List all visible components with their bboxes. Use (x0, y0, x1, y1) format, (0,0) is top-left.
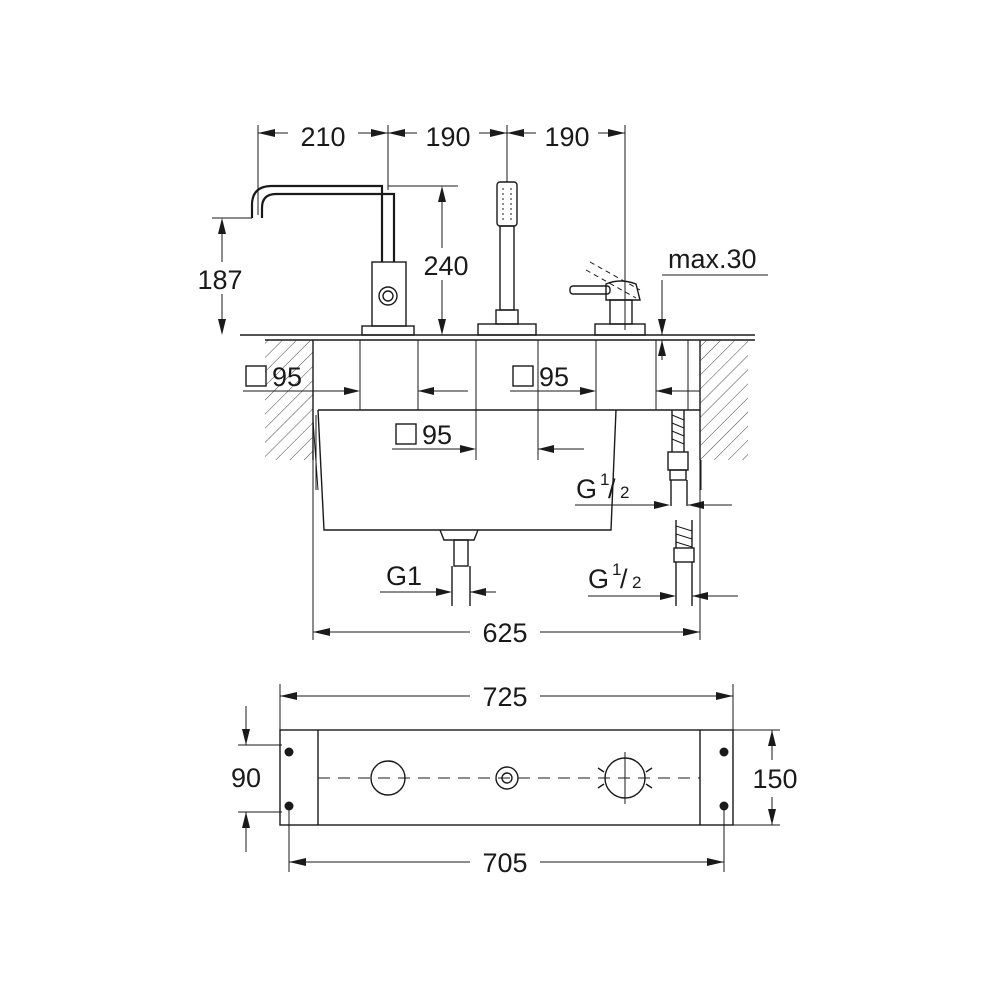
dim-210-label: 210 (300, 122, 345, 152)
drain-g1-label: G1 (386, 561, 422, 591)
dim-625-line (312, 460, 701, 640)
supply-hose (667, 410, 695, 606)
hole-annotation-b (510, 365, 700, 395)
dim-190-label-2: 190 (544, 122, 589, 152)
dim-240-label: 240 (423, 251, 468, 281)
spout (250, 184, 415, 336)
elevation-view: 210 190 190 187 (188, 118, 768, 648)
dim-150-label: 150 (752, 764, 797, 794)
hole-95-label-c: 95 (422, 420, 452, 450)
hand-shower (477, 181, 537, 336)
thread-upper-annotation (575, 501, 732, 509)
drain-thread-annotation (380, 588, 496, 596)
dim-190-label-1: 190 (425, 122, 470, 152)
dim-625-label: 625 (482, 618, 527, 648)
thread-lower-den: 2 (632, 573, 641, 592)
dim-705-label: 705 (482, 848, 527, 878)
thread-lower-num: 1 (612, 560, 621, 579)
thread-upper-den: 2 (620, 483, 629, 502)
dim-90-label: 90 (231, 763, 261, 793)
mounting-plate (279, 729, 734, 826)
thread-upper-g: G (576, 474, 597, 504)
thread-lower-g: G (588, 564, 609, 594)
dim-187-label: 187 (197, 265, 242, 295)
dim-max30-label: max.30 (668, 244, 757, 274)
hole-95-label-b: 95 (539, 362, 569, 392)
mixer-lever (569, 261, 646, 336)
tub-body (312, 409, 702, 531)
thread-upper-num: 1 (600, 470, 609, 489)
drain-outlet (439, 529, 479, 606)
hole-annotation-c (392, 423, 584, 453)
thread-upper-slash: / (608, 474, 616, 504)
thread-lower-slash: / (620, 564, 628, 594)
hole-annotation-a (243, 365, 468, 395)
dim-725-label: 725 (482, 682, 527, 712)
hole-95-label-a: 95 (272, 362, 302, 392)
deck-surface (240, 334, 755, 460)
plan-view: 725 90 (231, 680, 803, 878)
thread-lower-annotation (588, 592, 738, 600)
